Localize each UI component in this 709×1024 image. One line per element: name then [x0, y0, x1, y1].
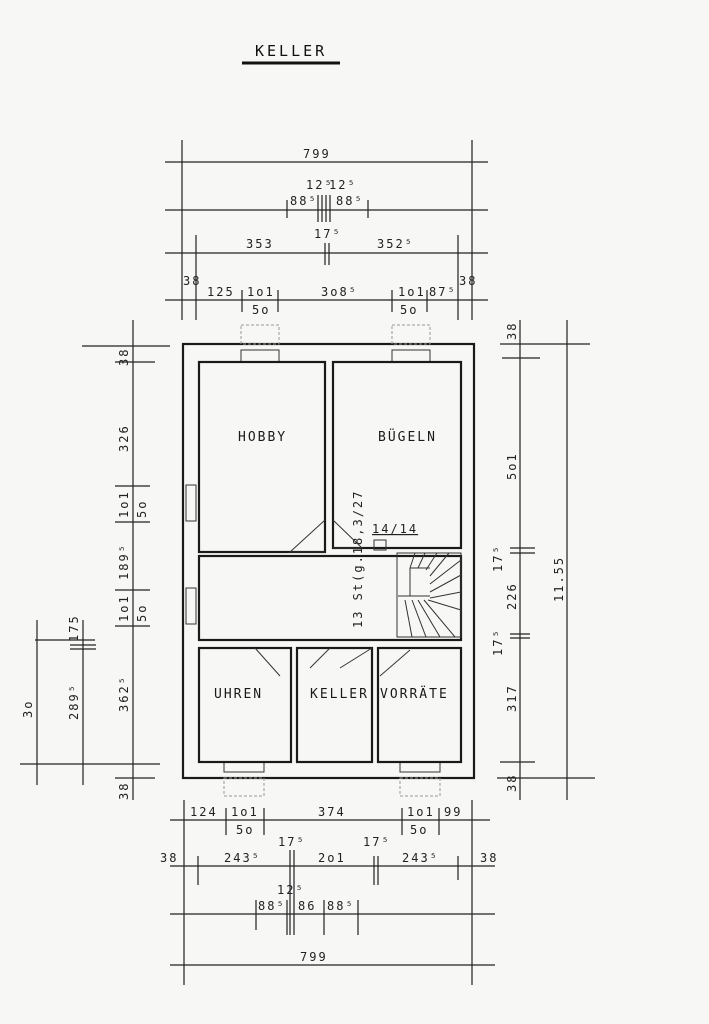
dim-label: 38 — [183, 274, 201, 288]
dim-label: 124 — [190, 805, 218, 819]
dim-label: 189⁵ — [117, 543, 131, 580]
left-dimensions: 38 326 1o1 5o 189⁵ 1o1 5o 362⁵ 38 175 28… — [20, 320, 170, 800]
dim-label: 99 — [444, 805, 462, 819]
dim-label: 38 — [160, 851, 178, 865]
door-hobby — [288, 519, 326, 553]
dim-label: 243⁵ — [402, 851, 439, 865]
room-keller-walls — [295, 646, 374, 764]
plan-title: KELLER — [255, 42, 327, 60]
dim-label: 1o1 — [117, 594, 131, 622]
dim-label: 5o1 — [505, 452, 519, 480]
dim-label: 1o1 — [407, 805, 435, 819]
room-uhren-walls — [197, 646, 293, 764]
dim-label: 5o — [135, 604, 149, 622]
dim-label: 87⁵ — [429, 285, 457, 299]
building-outline — [181, 324, 476, 797]
dim-label: 17⁵ — [314, 227, 342, 241]
dim-label: 38 — [117, 348, 131, 366]
dim-label: 5o — [252, 303, 270, 317]
dim-label: 5o — [135, 500, 149, 518]
dim-label: 88⁵ — [290, 194, 318, 208]
dim-label: 3o8⁵ — [321, 285, 358, 299]
dim-label: 5o — [236, 823, 254, 837]
room-label-vorraete: VORRÄTE — [380, 686, 449, 702]
dim-label: 326 — [117, 424, 131, 452]
dim-label: 175 — [67, 614, 81, 642]
dim-label: 12⁵ — [277, 883, 305, 897]
dim-bottom-overall: 799 — [300, 950, 328, 964]
dim-label: 5o — [410, 823, 428, 837]
room-label-hobby: HOBBY — [238, 430, 287, 445]
dim-label: 38 — [505, 774, 519, 792]
dim-label: 88⁵ — [258, 899, 286, 913]
room-label-buegeln: BÜGELN — [378, 428, 437, 445]
dim-label: 38 — [459, 274, 477, 288]
dim-label: 353 — [246, 237, 274, 251]
dim-label: 362⁵ — [117, 675, 131, 712]
dim-label: 38 — [480, 851, 498, 865]
dim-label: 289⁵ — [67, 683, 81, 720]
door-uhren — [254, 647, 281, 677]
chimney-label: 14/14 — [372, 522, 418, 536]
top-dimensions: 799 88⁵ 12⁵ 12⁵ 88⁵ 353 17⁵ 352⁵ 38 125 … — [165, 140, 488, 320]
dim-label: 226 — [505, 582, 519, 610]
dim-label: 17⁵ — [491, 544, 505, 572]
door-keller — [309, 647, 331, 669]
dim-label: 88⁵ — [336, 194, 364, 208]
hall-walls — [197, 554, 463, 642]
chimney — [373, 539, 387, 551]
dim-label: 38 — [505, 322, 519, 340]
dim-top-overall: 799 — [303, 147, 331, 161]
dim-label: 17⁵ — [363, 835, 391, 849]
rooms — [197, 360, 463, 764]
dim-label: 1o1 — [117, 490, 131, 518]
room-label-keller: KELLER — [310, 687, 369, 702]
dim-label: 352⁵ — [377, 237, 414, 251]
right-dimensions: 38 5o1 17⁵ 226 17⁵ 317 38 11.55 — [491, 320, 595, 800]
dim-label: 125 — [207, 285, 235, 299]
room-label-uhren: UHREN — [214, 687, 263, 702]
dim-label: 2o1 — [318, 851, 346, 865]
dim-label: 86 — [298, 899, 316, 913]
dim-label: 1o1 — [247, 285, 275, 299]
dim-label: 38 — [117, 782, 131, 800]
dim-right-overall: 11.55 — [552, 556, 566, 602]
dim-label: 317 — [505, 684, 519, 712]
dim-label: 1o1 — [398, 285, 426, 299]
dim-label: 1o1 — [231, 805, 259, 819]
dim-label: 3o — [21, 700, 35, 718]
dim-label: 17⁵ — [491, 628, 505, 656]
room-vorraete-walls — [376, 646, 463, 764]
dim-label: 5o — [400, 303, 418, 317]
staircase: 14/14 13 St(g.18,3/27 — [351, 490, 462, 638]
room-hobby-walls — [197, 360, 327, 554]
dim-label: 88⁵ — [327, 899, 355, 913]
bottom-dimensions: 124 1o1 5o 374 1o1 5o 99 38 243⁵ 17⁵ 2o1… — [160, 800, 498, 985]
stair-label: 13 St(g.18,3/27 — [351, 490, 365, 628]
dim-label: 12⁵ — [306, 178, 334, 192]
dim-label: 12⁵ — [329, 178, 357, 192]
room-buegeln-walls — [331, 360, 463, 550]
dim-label: 243⁵ — [224, 851, 261, 865]
dim-label: 374 — [318, 805, 346, 819]
door-buegeln — [332, 519, 364, 549]
door-vorraete — [379, 649, 411, 677]
dim-label: 17⁵ — [278, 835, 306, 849]
